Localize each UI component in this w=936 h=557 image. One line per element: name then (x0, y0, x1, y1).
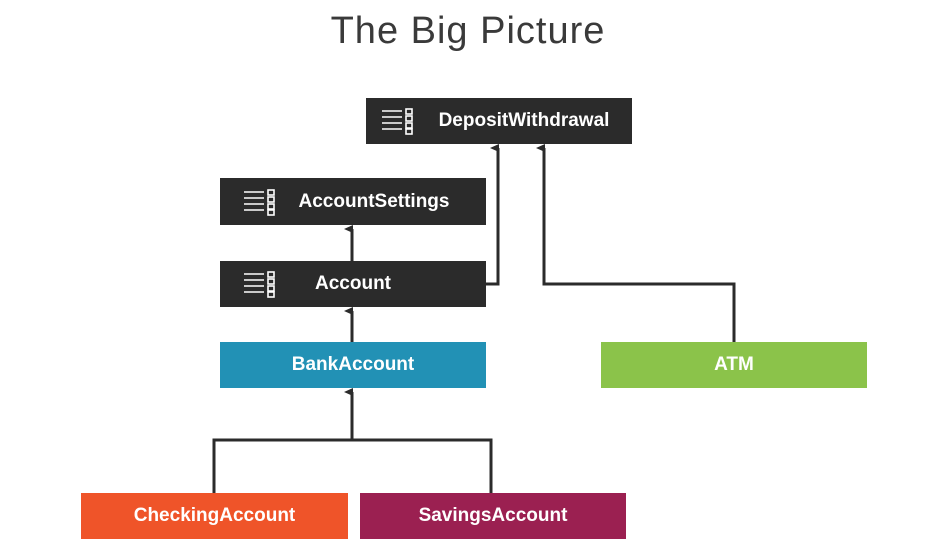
edge-account-to-depositwithdrawal (486, 144, 500, 286)
interface-list-icon (382, 108, 413, 135)
edge-checkingaccount-to-bankaccount (212, 388, 354, 493)
node-checking-account: CheckingAccount (81, 493, 348, 539)
node-label: AccountSettings (298, 190, 450, 212)
node-atm: ATM (601, 342, 867, 388)
node-label: BankAccount (291, 354, 415, 375)
interface-list-icon (244, 271, 275, 298)
node-label: ATM (714, 354, 754, 375)
edge-atm-to-depositwithdrawal (536, 144, 736, 342)
node-label: Account (315, 273, 391, 294)
node-deposit-withdrawal: DepositWithdrawal (366, 98, 632, 144)
node-label: CheckingAccount (133, 505, 296, 526)
page-title: The Big Picture (330, 10, 606, 52)
interface-list-icon (244, 188, 275, 216)
node-label: DepositWithdrawal (438, 110, 610, 131)
node-bank-account: BankAccount (220, 342, 486, 388)
node-label: SavingsAccount (418, 505, 568, 526)
edge-savingsaccount-to-bankaccount (352, 438, 493, 493)
node-account: Account (220, 261, 486, 307)
node-account-settings: AccountSettings (220, 178, 486, 225)
node-savings-account: SavingsAccount (360, 493, 626, 539)
